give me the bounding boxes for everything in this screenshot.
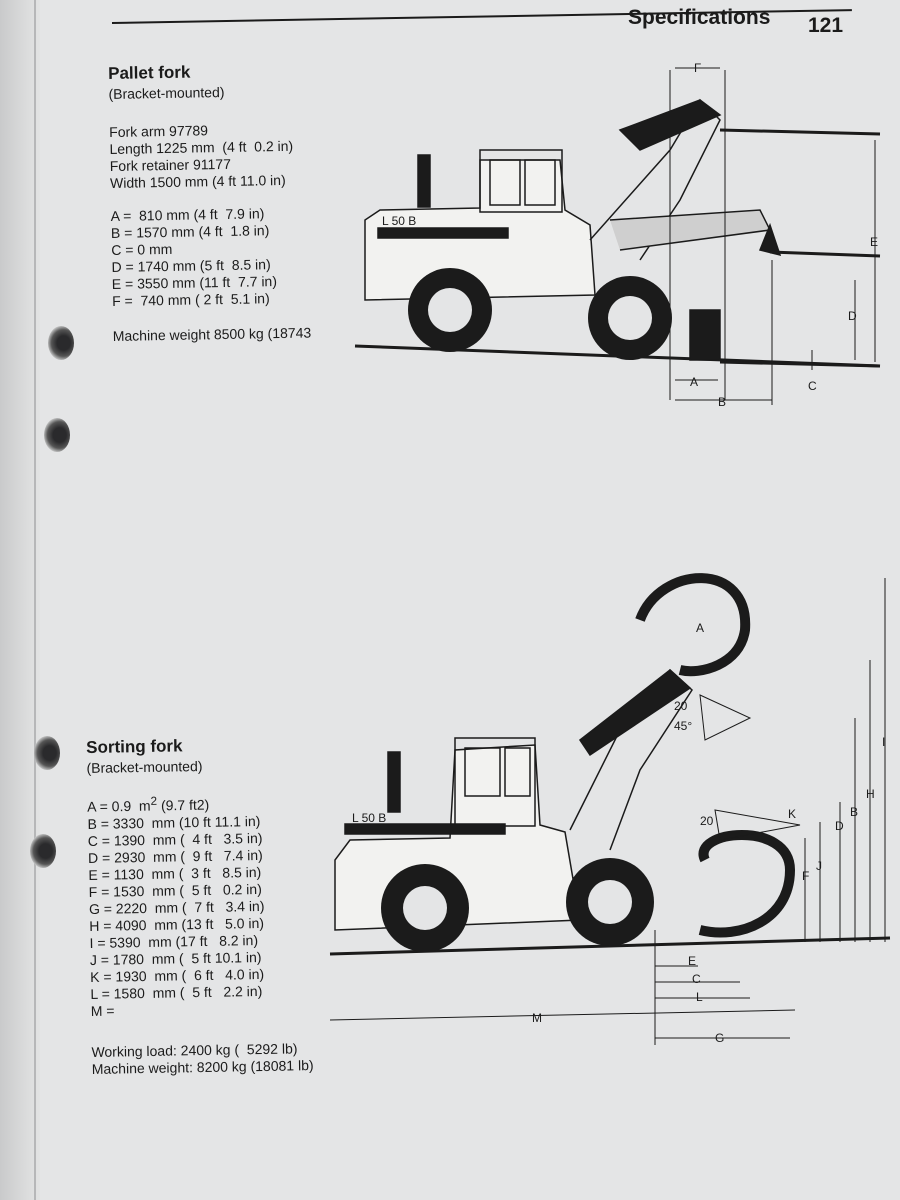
dim-d-label: D	[848, 309, 857, 323]
cab-window	[504, 747, 531, 797]
pallet-fork-subtitle: (Bracket-mounted)	[108, 83, 225, 102]
pallet-fork-parts: Fork arm 97789 Length 1225 mm (4 ft 0.2 …	[109, 121, 309, 192]
dimension-line: F = 740 mm ( 2 ft 5.1 in)	[111, 290, 270, 309]
dim-b-label: B	[718, 395, 726, 409]
sorting-fork-subtitle: (Bracket-mounted)	[86, 757, 203, 776]
dim-i-label: I	[882, 735, 885, 749]
page-number: 121	[808, 14, 844, 37]
dim-a-label: A	[696, 621, 704, 635]
binder-hole	[34, 736, 60, 770]
model-label: L 50 B	[382, 214, 416, 228]
dim-d-label: D	[835, 819, 844, 833]
pallet-wheels	[408, 268, 672, 360]
angle-20-low-label: 20	[700, 814, 714, 828]
dim-f-label: F	[694, 61, 701, 75]
dim-l-label: L	[696, 990, 703, 1004]
sorting-fork-dimensions: A = 0.9 m2 (9.7 ft2) B = 3330 mm (10 ft …	[87, 790, 313, 1019]
mid-fork-tine	[769, 250, 881, 258]
cab-outline	[479, 149, 563, 213]
part-line: Length 1225 mm (4 ft 0.2 in)	[109, 137, 294, 157]
machine-weight: Machine weight 8500 kg (18743	[112, 324, 312, 344]
tilt-linkage	[609, 209, 772, 251]
raised-grapple-arm	[578, 669, 692, 757]
dim-f-label: F	[802, 869, 809, 883]
lowered-fork-tine	[719, 360, 881, 368]
pallet-fork-dimensions: A = 810 mm (4 ft 7.9 in) B = 1570 mm (4 …	[111, 205, 311, 310]
area-imperial: (9.7 ft2)	[156, 796, 210, 814]
dim-e-label: E	[688, 954, 696, 968]
binder-hole	[48, 326, 74, 360]
cab-window	[489, 159, 521, 206]
cab-window	[464, 747, 501, 797]
dim-b-label: B	[850, 805, 858, 819]
sorting-fork-diagram: L 50 B A 20 45° 20 K F J D B H I E C L M…	[329, 573, 891, 1045]
binder-hole	[30, 834, 56, 868]
page-left-edge	[0, 0, 40, 1200]
area-value: A = 0.9 m	[87, 797, 151, 815]
exhaust-pipe	[387, 751, 401, 813]
dim-m-line	[329, 1009, 796, 1021]
dim-k-label: K	[788, 807, 796, 821]
page-header-title: Specifications	[628, 6, 771, 29]
pallet-fork-diagram: L 50 B A B C D E F	[354, 61, 881, 409]
dim-c-label: C	[808, 379, 817, 393]
model-label: L 50 B	[352, 811, 386, 825]
dim-g-label: G	[715, 1031, 724, 1045]
raised-grapple-jaw	[635, 573, 751, 677]
dim-m-label: M	[532, 1011, 542, 1025]
sorting-fork-title: Sorting fork	[86, 736, 183, 757]
binder-hole	[44, 418, 70, 452]
dim-h-label: H	[866, 787, 875, 801]
body-stripe	[344, 823, 506, 835]
dim-c-label: C	[692, 972, 701, 986]
dim-e-label: E	[870, 235, 878, 249]
body-stripe	[377, 227, 509, 239]
front-hub	[608, 296, 652, 340]
machine-weight: Machine weight: 8200 kg (18081 lb)	[91, 1056, 314, 1077]
sorting-fork-section: Sorting fork (Bracket-mounted) A = 0.9 m…	[86, 734, 314, 1077]
sorting-wheels	[381, 858, 654, 952]
cab-window	[524, 159, 556, 206]
part-line: Width 1500 mm (4 ft 11.0 in)	[109, 171, 286, 191]
pallet-fork-section: Pallet fork (Bracket-mounted) Fork arm 9…	[108, 61, 311, 345]
raised-fork-tine	[719, 128, 881, 136]
front-hub	[588, 880, 632, 924]
lowered-fork-carriage	[689, 309, 721, 361]
pallet-fork-title: Pallet fork	[108, 62, 191, 83]
dim-a-label: A	[690, 375, 698, 389]
dim-j-label: J	[816, 859, 822, 873]
angle-45-label: 45°	[674, 719, 692, 733]
exhaust-pipe	[417, 154, 431, 208]
rear-hub	[403, 886, 447, 930]
page-fold	[34, 0, 36, 1200]
sorting-fork-load: Working load: 2400 kg ( 5292 lb) Machine…	[91, 1040, 313, 1078]
tilt-angle-marker-low	[714, 809, 801, 841]
tilt-angle-marker-top	[699, 694, 752, 741]
lowered-grapple-jaw	[698, 830, 796, 938]
pallet-fork-weight: Machine weight 8500 kg (18743	[113, 324, 312, 344]
rear-hub	[428, 288, 472, 332]
angle-20-top-label: 20	[674, 699, 688, 713]
